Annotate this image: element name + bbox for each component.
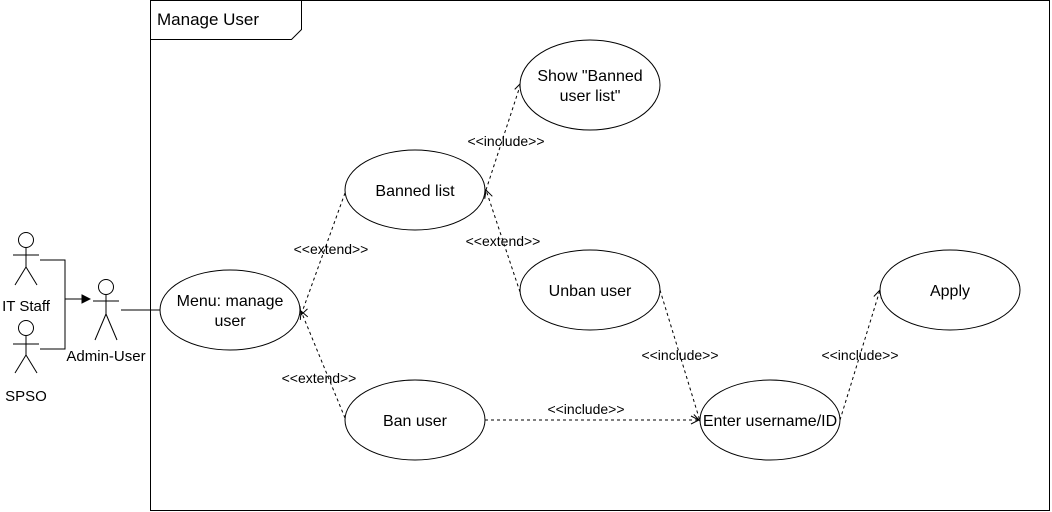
include-line-enter-apply xyxy=(839,290,880,421)
actor-left-leg xyxy=(14,266,27,286)
use-case-banned-list-label: Banned list xyxy=(375,183,455,200)
actor-head-icon xyxy=(18,320,34,336)
extend-label-menu-banned: <<extend>> xyxy=(294,241,369,257)
include-line-unban-enter xyxy=(659,289,700,421)
actor-left-leg xyxy=(14,354,27,374)
include-label-enter-apply: <<include>> xyxy=(821,347,898,363)
include-line-banned-show xyxy=(485,83,521,191)
use-case-menu-line-1: Menu: manage xyxy=(177,293,284,310)
actor-admin-user-label: Admin-User xyxy=(66,348,145,365)
use-case-show-banned-line-2: user list" xyxy=(560,88,621,105)
use-case-apply[interactable]: Apply xyxy=(879,249,1021,331)
extend-line-menu-banned xyxy=(301,192,346,315)
use-case-ban-user[interactable]: Ban user xyxy=(344,379,486,461)
actor-head-icon xyxy=(98,279,114,295)
include-label-unban-enter: <<include>> xyxy=(641,347,718,363)
actor-left-leg xyxy=(94,313,107,341)
include-label-banned-show: <<include>> xyxy=(467,133,544,149)
actor-it-staff[interactable]: IT Staff xyxy=(2,232,51,316)
actor-spso[interactable]: SPSO xyxy=(5,320,47,406)
actor-right-leg xyxy=(25,266,38,286)
generalization-bracket xyxy=(40,259,66,350)
include-label-ban-enter: <<include>> xyxy=(547,401,624,417)
actor-connectors xyxy=(40,259,162,350)
relationships xyxy=(301,83,880,421)
relationship-labels: <<extend>> <<extend>> <<include>> <<exte… xyxy=(282,133,899,417)
actor-admin-user[interactable]: Admin-User xyxy=(66,279,146,366)
use-case-show-banned-user-list[interactable]: Show "Banned user list" xyxy=(519,39,661,131)
use-case-enter-username-label: Enter username/ID xyxy=(703,413,837,430)
extend-line-menu-ban xyxy=(301,311,346,419)
use-case-menu-line-2: user xyxy=(214,313,246,330)
use-case-banned-list[interactable]: Banned list xyxy=(344,149,486,231)
use-case-unban-user-label: Unban user xyxy=(549,283,632,300)
extend-label-banned-unban: <<extend>> xyxy=(466,233,541,249)
actor-head-icon xyxy=(18,232,34,248)
actor-right-leg xyxy=(25,354,38,374)
actor-spso-label: SPSO xyxy=(5,388,47,405)
use-case-ban-user-label: Ban user xyxy=(383,413,448,430)
use-case-enter-username[interactable]: Enter username/ID xyxy=(699,379,841,461)
use-case-show-banned-line-1: Show "Banned xyxy=(537,68,642,85)
extend-label-menu-ban: <<extend>> xyxy=(282,370,357,386)
use-case-unban-user[interactable]: Unban user xyxy=(519,249,661,331)
frame-title: Manage User xyxy=(157,10,259,29)
frame-title-tab xyxy=(150,0,302,40)
actor-right-leg xyxy=(105,313,118,341)
use-case-apply-label: Apply xyxy=(930,283,970,300)
use-case-menu-manage-user[interactable]: Menu: manage user xyxy=(159,269,301,351)
actor-it-staff-label: IT Staff xyxy=(2,298,51,315)
